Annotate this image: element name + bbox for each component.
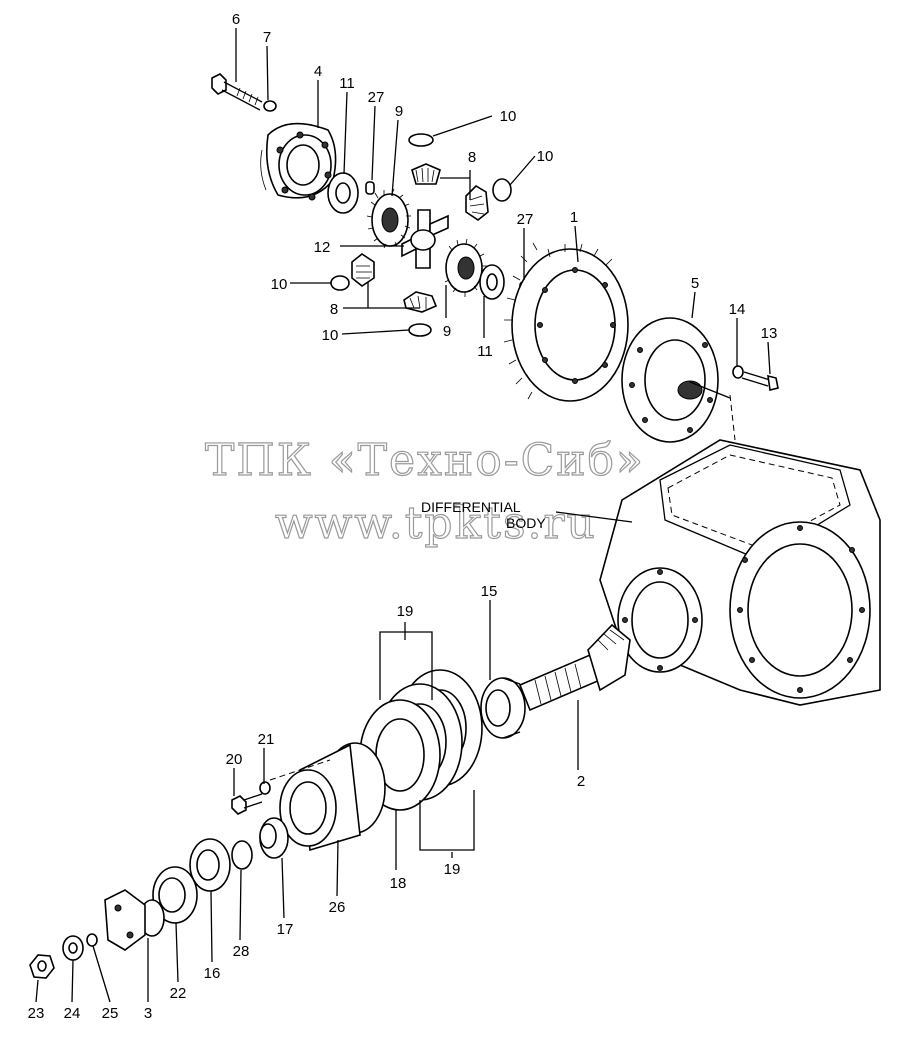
label-10-d: 10 [322,327,339,344]
side-gear-part-9-lower [444,238,487,297]
washer-part-14 [732,365,744,379]
pinion-gear-part-8-right [465,184,489,221]
label-3: 3 [144,1005,152,1022]
label-28: 28 [233,943,250,960]
drive-pinion-part-2 [518,623,631,712]
pinion-gear-part-8-upper [411,163,441,185]
label-2: 2 [577,773,585,790]
washer-part-24 [62,935,84,961]
label-9-lower: 9 [443,323,451,340]
washer-part-21 [259,781,271,795]
nut-part-23 [29,954,55,979]
oil-seal-part-22 [152,866,198,924]
bearing-part-15 [480,677,526,739]
bolt-part-6 [211,73,263,111]
label-22: 22 [170,985,187,1002]
bearing-retainer-part-26 [269,742,386,852]
spacer-part-17 [259,817,289,859]
pinion-gear-part-8-bottom [403,291,438,313]
label-19-upper: 19 [397,603,414,620]
label-25: 25 [102,1005,119,1022]
label-4: 4 [314,63,322,80]
label-15: 15 [481,583,498,600]
label-10-a: 10 [500,108,517,125]
label-6: 6 [232,11,240,28]
leader-lines [35,28,771,1003]
label-8-upper: 8 [468,149,476,166]
label-23: 23 [28,1005,45,1022]
washer-part-7 [263,100,277,112]
label-10-c: 10 [271,276,288,293]
thrust-washer-part-10-a [408,133,434,147]
label-5: 5 [691,275,699,292]
watermark-url: www.tpkts.ru [275,498,597,549]
label-11-upper: 11 [339,75,355,92]
o-ring-part-28 [231,840,253,870]
label-16: 16 [204,965,221,982]
label-14: 14 [729,301,746,318]
shim-pack-part-19 [359,669,483,811]
thrust-washer-part-11-lower [479,264,505,300]
label-26: 26 [329,899,346,916]
label-19-lower: 19 [444,861,461,878]
differential-case-part-5 [621,317,731,443]
differential-body-housing [599,394,881,706]
label-20: 20 [226,751,243,768]
bearing-part-16 [189,838,231,892]
label-8-lower: 8 [330,301,338,318]
label-27-lower: 27 [517,211,534,228]
bolt-part-13 [741,371,779,391]
watermark-company: ТПК «Техно-Сиб» [205,435,645,486]
callout-body: BODY [506,515,546,531]
ring-gear-part-1 [503,242,629,402]
pin-part-27-upper [365,181,375,195]
label-10-b: 10 [537,148,554,165]
thrust-washer-part-10-b [492,178,512,202]
part-labels: 6 7 4 11 27 9 10 8 10 1 27 12 10 5 8 14 … [28,11,778,1022]
label-13: 13 [761,325,778,342]
label-21: 21 [258,731,275,748]
differential-case-part-4 [260,122,337,201]
thrust-washer-part-10-d [408,323,432,337]
thrust-washer-part-10-c [330,275,350,291]
callout-differential: DIFFERENTIAL [421,499,521,515]
label-11-lower: 11 [477,343,493,360]
label-9-upper: 9 [395,103,403,120]
label-12: 12 [314,239,331,256]
pinion-gear-part-8-left [351,253,375,287]
label-7: 7 [263,29,271,46]
label-18: 18 [390,875,407,892]
yoke-flange-part-3 [104,889,165,951]
o-ring-part-25 [86,933,98,947]
spider-cross-part-12 [401,209,449,269]
label-17: 17 [277,921,294,938]
side-gear-part-9-upper [366,188,411,249]
label-27-upper: 27 [368,89,385,106]
label-1: 1 [570,209,578,226]
label-24: 24 [64,1005,81,1022]
thrust-washer-part-11-upper [327,172,359,214]
bolt-part-20 [231,793,263,815]
